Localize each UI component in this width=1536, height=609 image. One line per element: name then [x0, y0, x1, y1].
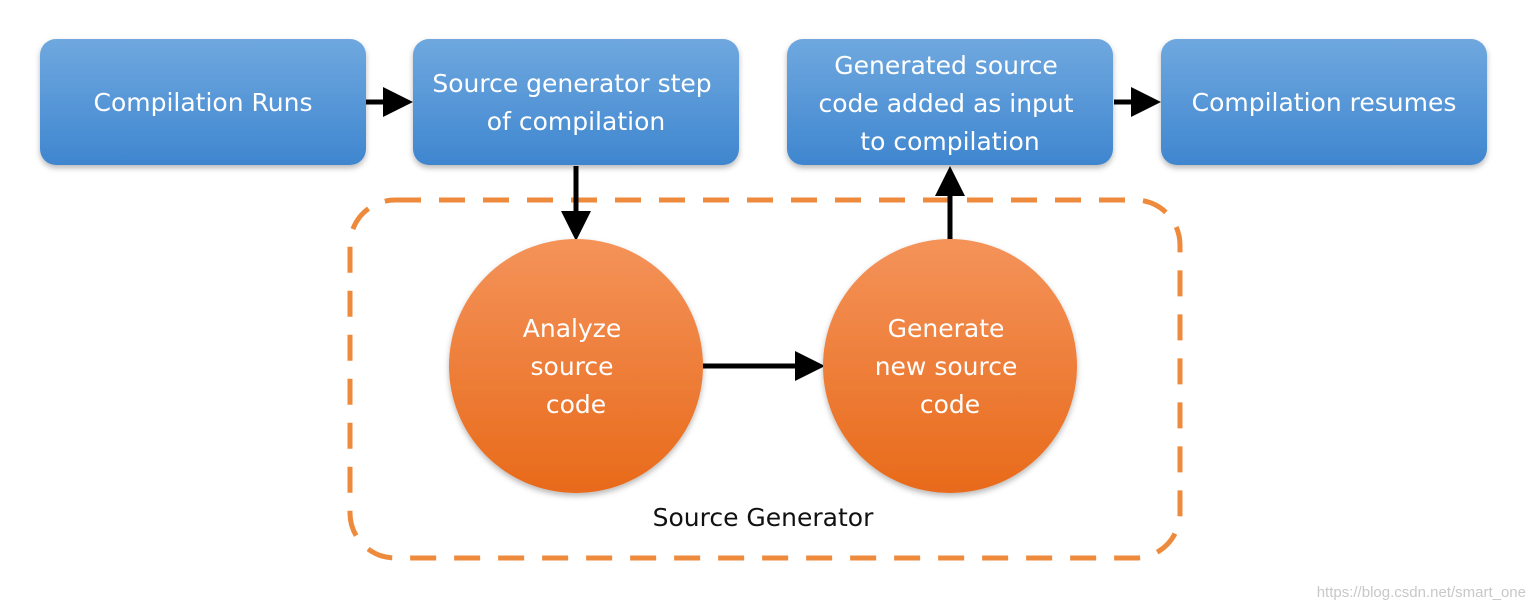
box-generated-source-added-line-3: to compilation	[860, 127, 1039, 156]
box-generated-source-added: Generated source code added as input to …	[787, 39, 1113, 165]
circle-generate-line-3: code	[920, 390, 980, 419]
svg-text:Compilation resumes: Compilation resumes	[1192, 88, 1457, 117]
circle-analyze-source-code: Analyze source code	[449, 239, 703, 493]
svg-text:Source generator step of: Source generator step of compilation	[432, 69, 719, 136]
circle-generate-line-1: Generate	[888, 314, 1005, 343]
box-source-generator-step-line-1: Source generator step	[432, 69, 711, 98]
circle-analyze-line-1: Analyze	[523, 314, 622, 343]
box-generated-source-added-line-1: Generated source	[834, 51, 1058, 80]
svg-text:Compilation Runs: Compilation Runs	[94, 88, 313, 117]
svg-text:Generated source code ad: Generated source code added as input to …	[818, 51, 1081, 156]
box-compilation-runs-line-1: Compilation Runs	[94, 88, 313, 117]
circle-generate-line-2: new source	[875, 352, 1018, 381]
svg-text:Analyze source cod: Analyze source code	[523, 314, 629, 419]
watermark-url: https://blog.csdn.net/smart_one	[1316, 584, 1526, 601]
svg-text:Generate new source: Generate new source code	[875, 314, 1026, 419]
circle-analyze-line-2: source	[531, 352, 614, 381]
box-compilation-resumes-line-1: Compilation resumes	[1192, 88, 1457, 117]
box-source-generator-step-line-2: of compilation	[487, 107, 665, 136]
circle-analyze-line-3: code	[546, 390, 606, 419]
box-compilation-resumes: Compilation resumes	[1161, 39, 1487, 165]
circle-generate-new-source-code: Generate new source code	[823, 239, 1077, 493]
box-source-generator-step: Source generator step of compilation	[413, 39, 739, 165]
source-generator-group-border	[347, 197, 1183, 561]
source-generator-group-label: Source Generator	[653, 503, 874, 532]
box-compilation-runs: Compilation Runs	[40, 39, 366, 165]
box-generated-source-added-line-2: code added as input	[818, 89, 1073, 118]
